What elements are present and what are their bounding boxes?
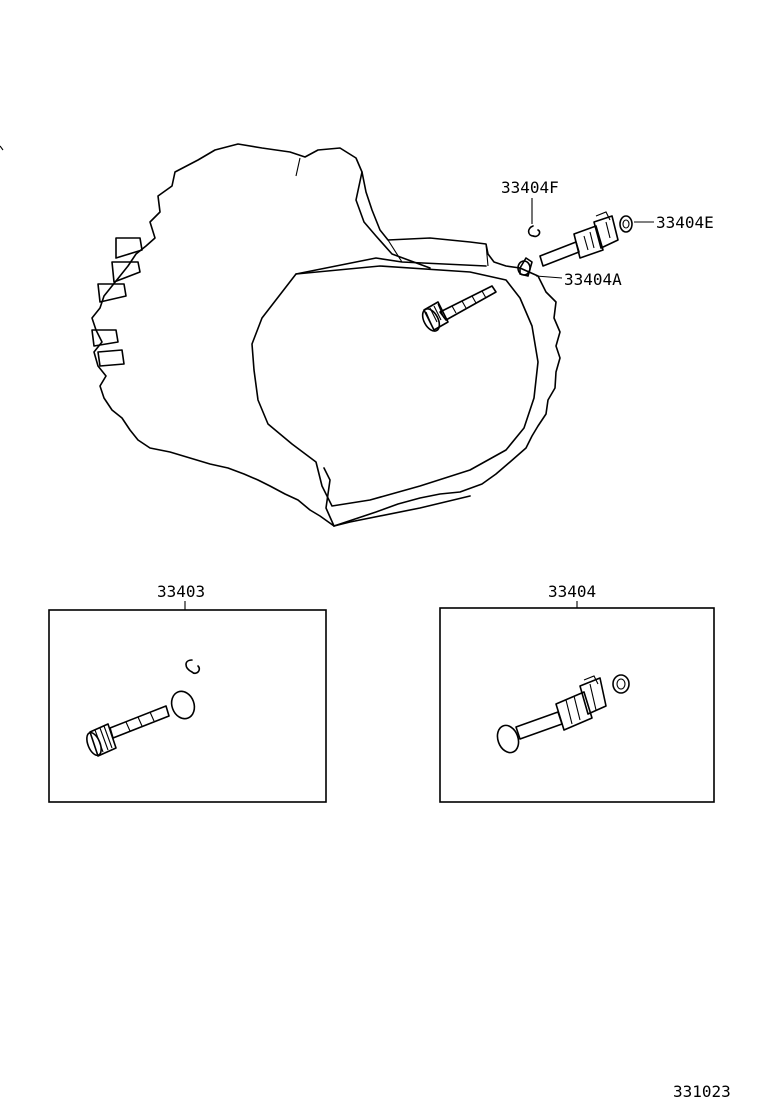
- figure-number: 331023: [673, 1082, 731, 1101]
- sleeve-on-housing: [517, 211, 633, 277]
- kit-label-33403: 33403: [157, 582, 205, 601]
- callout-33404F: 33404F: [501, 178, 559, 197]
- callout-33404E: 33404E: [656, 213, 714, 232]
- kit-box-33403: 33403: [48, 582, 327, 803]
- callout-33404A: 33404A: [564, 270, 622, 289]
- kit-label-33404: 33404: [548, 582, 596, 601]
- leader-33404A: [535, 275, 563, 279]
- edge-mark: [0, 145, 4, 151]
- clip-33404F: [527, 225, 541, 238]
- transmission-housing: [91, 143, 561, 527]
- kit-box-33404: 33404: [439, 582, 715, 803]
- driven-gear-shaft: [421, 285, 497, 332]
